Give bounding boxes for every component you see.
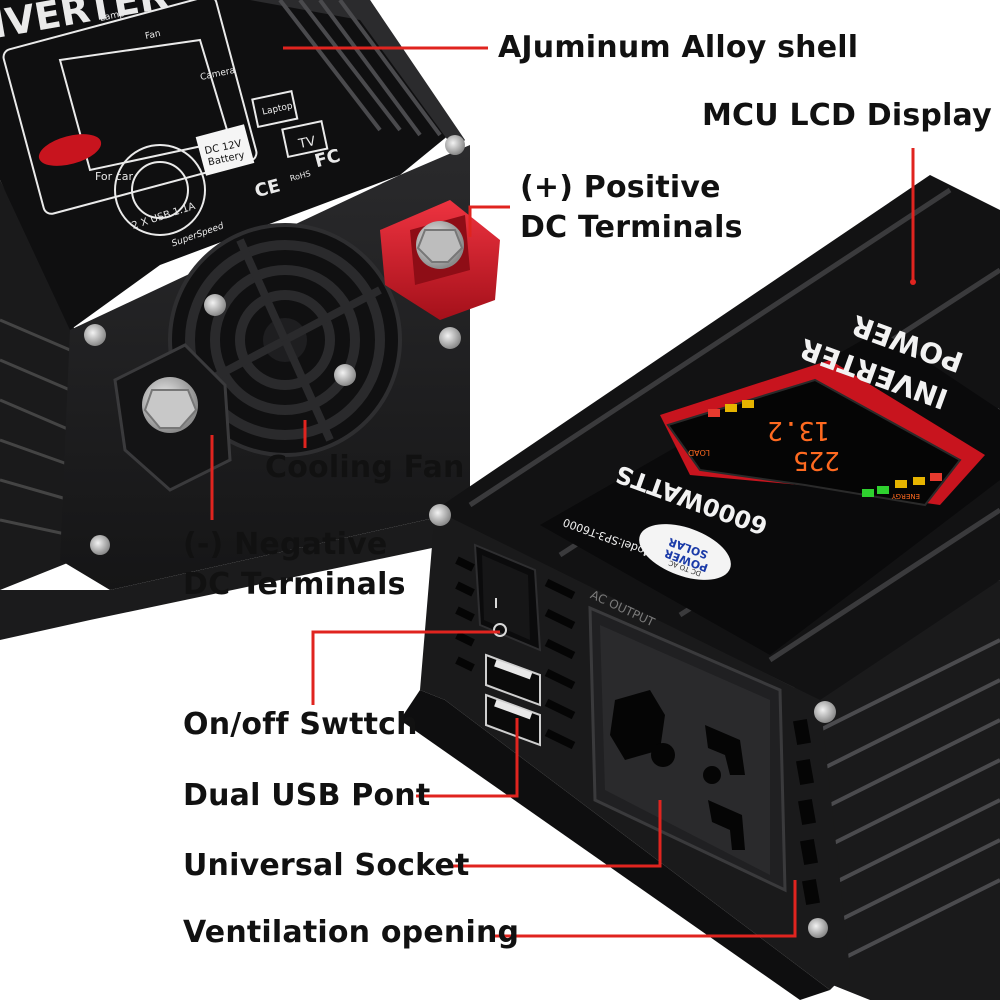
label-lcd-display: MCU LCD Display [702,98,992,133]
negative-terminal [113,343,232,492]
label-negative-line1: (-) Negative [183,527,388,562]
rear-inverter: DC 12V Battery TV Laptop Camera Fan Lamp… [0,0,500,640]
cooling-fan [168,223,402,457]
label-negative-terminal: (-) Negative DC Terminals [183,525,406,605]
label-positive-terminal: (+) Positive DC Terminals [520,168,743,248]
front-inverter: 13.2 225 LOAD ENERGY POWER INVERTER 6000… [400,175,1000,1000]
lcd-display: 13.2 225 LOAD ENERGY [666,378,962,507]
lcd-tag-energy: ENERGY [891,492,920,500]
rear-label-art [2,0,329,236]
rear-label-forcar: For car [95,170,133,183]
label-positive-line1: (+) Positive [520,170,721,205]
label-on-off-switch: On/off Swttch [183,707,418,742]
label-cooling-fan: Cooling Fan [265,450,465,485]
rear-label-fan: Fan [144,29,161,42]
label-ventilation: Ventilation opening [183,915,520,950]
rear-brand-badge [38,134,102,166]
ventilation-slots [455,556,820,906]
label-aluminum-shell: AJuminum Alloy shell [498,30,859,65]
rear-label-tv: TV [296,134,317,152]
usb-ports [485,653,541,747]
rear-screws [84,135,465,555]
leader-lines [210,46,916,938]
label-dual-usb: Dual USB Pont [183,778,431,813]
lcd-value-top: 13.2 [767,415,830,445]
on-off-switch [473,543,542,652]
solar-power-logo: SOLAR POWER DC TO AC [639,524,731,580]
lcd-value-bottom: 225 [793,445,840,475]
label-universal-socket: Universal Socket [183,848,470,883]
lcd-tag-load: LOAD [688,448,710,457]
label-negative-line2: DC Terminals [183,567,406,602]
front-screws [428,504,836,938]
label-positive-line2: DC Terminals [520,210,743,245]
